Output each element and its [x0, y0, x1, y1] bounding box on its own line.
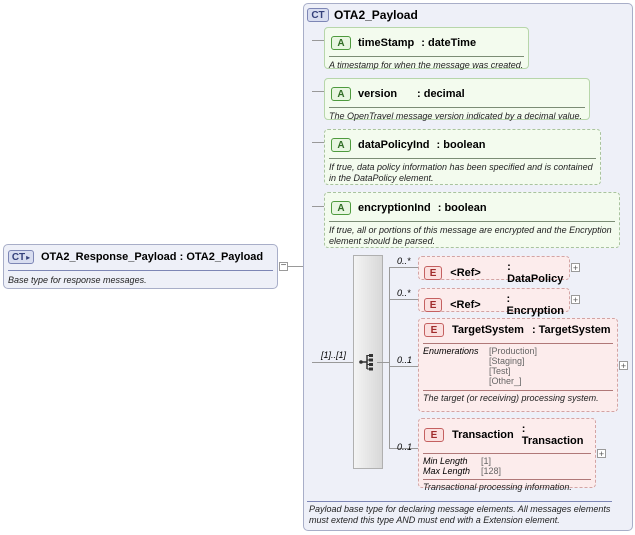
attribute-name: encryptionInd — [358, 202, 431, 214]
element-type: : Transaction — [521, 423, 584, 447]
facet-label: Min Length — [423, 456, 468, 466]
facet-label: Max Length — [423, 466, 471, 476]
attribute-name: dataPolicyInd — [358, 139, 430, 151]
payload-footer-separator — [307, 501, 612, 502]
root-collapse-toggle[interactable]: − — [279, 260, 288, 271]
complex-type-icon: CT — [307, 8, 329, 22]
element-icon: E — [424, 298, 443, 312]
enum-value: [Other_] — [489, 376, 522, 386]
element-icon: E — [424, 266, 443, 280]
element-name: TargetSystem — [452, 324, 524, 336]
attribute-type: : boolean — [437, 202, 487, 214]
expand-toggle[interactable]: + — [619, 361, 628, 371]
attribute-description: If true, all or portions of this message… — [329, 225, 612, 246]
attribute-description: The OpenTravel message version indicated… — [329, 111, 582, 121]
connector — [389, 448, 418, 449]
element-type: : TargetSystem — [531, 324, 611, 336]
root-type-description: Base type for response messages. — [8, 275, 147, 285]
payload-type-header: CT OTA2_Payload — [307, 7, 418, 23]
facet-label: Enumerations — [423, 346, 479, 356]
expand-toggle[interactable]: + — [571, 295, 580, 305]
facet-max-length: Max Length [128] — [419, 466, 595, 476]
attribute-timestamp[interactable]: A timeStamp : dateTime A timestamp for w… — [324, 27, 529, 70]
connector — [288, 266, 312, 267]
connector — [312, 206, 324, 207]
payload-type-title: OTA2_Payload — [334, 8, 418, 22]
element-description: Transactional processing information. — [423, 482, 572, 492]
attribute-icon: A — [331, 87, 351, 101]
attribute-icon: A — [331, 138, 351, 152]
attribute-name: timeStamp — [358, 37, 415, 49]
enum-value: [Test] — [489, 366, 511, 376]
connector — [377, 362, 383, 363]
root-type-name: OTA2_Response_Payload — [41, 251, 177, 263]
connector — [312, 142, 324, 143]
attribute-type: : boolean — [436, 139, 486, 151]
expand-toggle[interactable]: + — [571, 263, 580, 273]
attribute-description: A timestamp for when the message was cre… — [329, 60, 524, 70]
element-name: <Ref> — [450, 299, 481, 311]
enum-value: [Staging] — [489, 356, 525, 366]
element-type: : DataPolicy — [507, 261, 564, 285]
element-icon: E — [424, 428, 444, 442]
element-ref-datapolicy[interactable]: E <Ref> : DataPolicy — [418, 256, 570, 285]
attribute-description: If true, data policy information has bee… — [329, 162, 593, 183]
root-type-base: OTA2_Payload — [186, 251, 264, 263]
sequence-cardinality: [1]..[1] — [321, 350, 347, 360]
sequence-icon — [359, 354, 373, 371]
connector — [312, 91, 324, 92]
connector — [383, 362, 389, 363]
connector — [389, 267, 390, 448]
attribute-icon: A — [331, 201, 351, 215]
facet-value: [1] — [481, 456, 492, 466]
connector — [312, 40, 324, 41]
element-cardinality: 0..1 — [397, 442, 413, 452]
attribute-datapolicyind[interactable]: A dataPolicyInd : boolean If true, data … — [324, 129, 601, 185]
enum-value: [Production] — [489, 346, 538, 356]
element-ref-encryption[interactable]: E <Ref> : Encryption — [418, 288, 570, 317]
attribute-name: version — [358, 88, 398, 100]
element-targetsystem[interactable]: E TargetSystem : TargetSystem Enumeratio… — [418, 318, 618, 412]
attribute-icon: A — [331, 36, 351, 50]
connector — [389, 299, 418, 300]
attribute-encryptionind[interactable]: A encryptionInd : boolean If true, all o… — [324, 192, 620, 248]
element-cardinality: 0..* — [397, 256, 411, 266]
facet-value: [128] — [481, 466, 502, 476]
expand-toggle[interactable]: + — [597, 449, 606, 459]
element-name: <Ref> — [450, 267, 481, 279]
connector — [389, 366, 418, 367]
payload-description: Payload base type for declaring message … — [309, 504, 611, 525]
root-type-box[interactable]: CT▸ OTA2_Response_Payload : OTA2_Payload… — [3, 244, 278, 289]
root-type-separator: : — [179, 251, 184, 263]
attribute-type: : dateTime — [421, 37, 477, 49]
complex-type-icon: CT▸ — [8, 250, 34, 264]
element-cardinality: 0..1 — [397, 355, 413, 365]
element-cardinality: 0..* — [397, 288, 411, 298]
attribute-type: : decimal — [417, 88, 465, 100]
connector — [389, 267, 418, 268]
element-description: The target (or receiving) processing sys… — [423, 393, 599, 403]
facet-min-length: Min Length [1] — [419, 456, 595, 466]
connector — [312, 362, 353, 363]
element-icon: E — [424, 323, 444, 337]
element-name: Transaction — [451, 429, 514, 441]
element-transaction[interactable]: E Transaction : Transaction Min Length [… — [418, 418, 596, 492]
facet-enumerations: Enumerations [Production] [Staging] [Tes… — [419, 346, 617, 386]
element-type: : Encryption — [506, 293, 564, 317]
attribute-version[interactable]: A version : decimal The OpenTravel messa… — [324, 78, 590, 121]
root-type-title: OTA2_Response_Payload : OTA2_Payload — [41, 251, 263, 263]
